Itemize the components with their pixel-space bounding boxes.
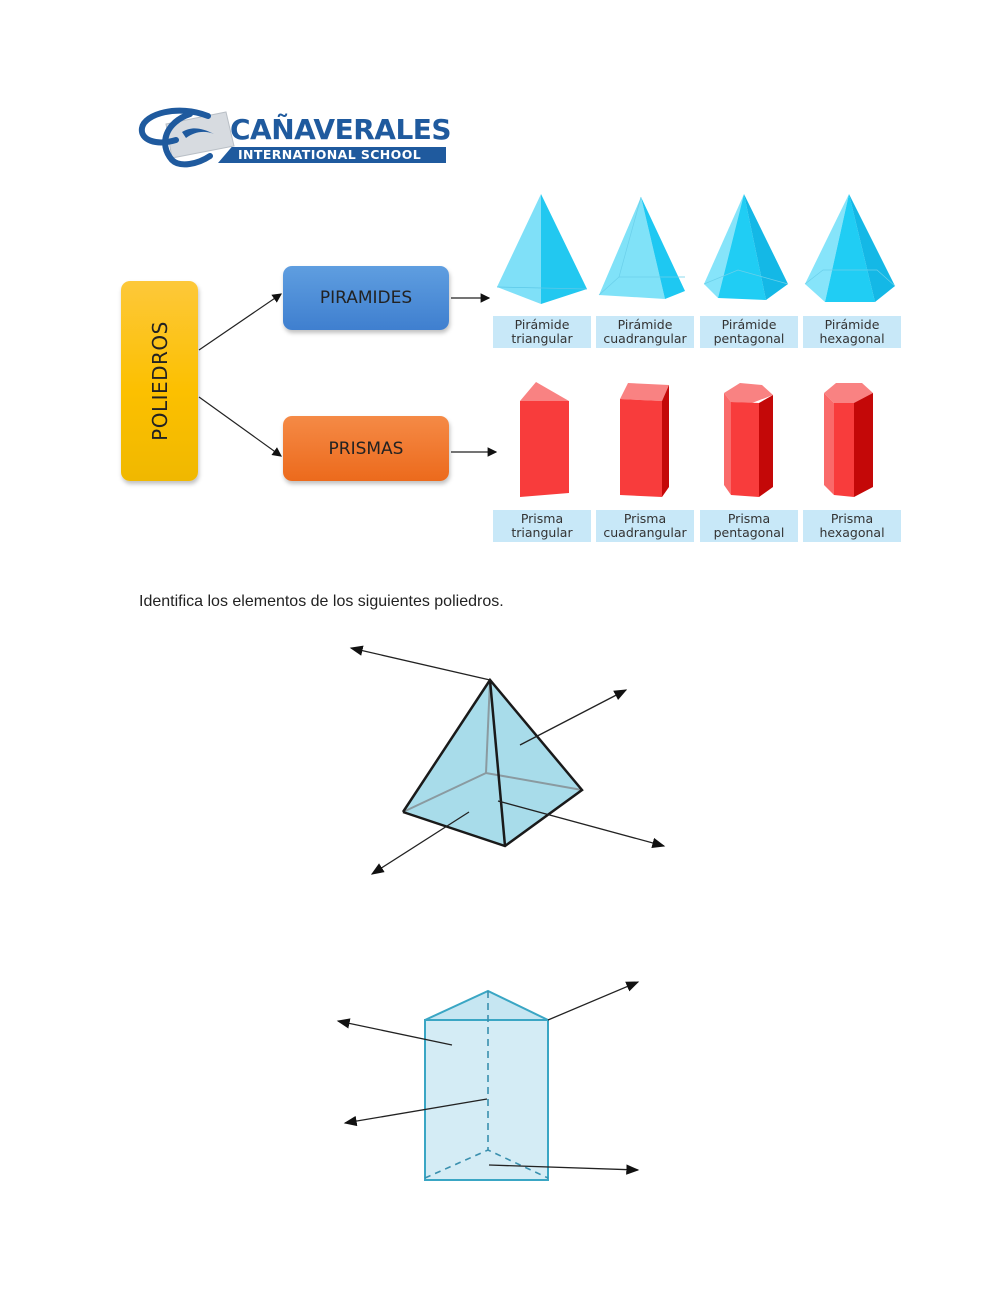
arrow-lateral-face [519, 689, 628, 746]
arrow-lateral-face [336, 1018, 453, 1046]
arrow-edge [497, 800, 666, 848]
prismas-label: PRISMAS [328, 438, 404, 459]
logo-band [218, 147, 446, 163]
arrow-vertex [349, 645, 491, 681]
logo-subtitle: INTERNATIONAL SCHOOL [238, 147, 422, 162]
arrow-edge [343, 1098, 488, 1127]
pentagonal-prism-icon [724, 383, 773, 497]
hexagonal-pyramid-icon [804, 194, 896, 302]
triangular-pyramid-icon [496, 194, 588, 304]
square-pyramid-icon [598, 196, 685, 299]
pentagonal-pyramid-icon [703, 194, 789, 300]
instruction-text: Identifica los elementos de los siguient… [139, 593, 504, 610]
piramides-box: PIRAMIDES [283, 266, 449, 330]
arrow-to-prismas [198, 396, 282, 457]
arrow-to-piramides [198, 293, 282, 351]
arrow-base [370, 811, 470, 875]
arrow-base [488, 1164, 640, 1175]
concept-map-arrows [198, 293, 498, 457]
prismas-box: PRISMAS [283, 416, 449, 481]
arrow-vertex [547, 981, 640, 1021]
square-prism-icon [620, 383, 669, 497]
poliedros-box: POLIEDROS [121, 281, 198, 481]
logo-title: CAÑAVERALES [230, 113, 452, 146]
piramides-label: PIRAMIDES [319, 288, 413, 308]
logo-swoosh-icon [138, 107, 235, 168]
triangular-prism-icon [520, 382, 569, 497]
hexagonal-prism-icon [824, 383, 873, 497]
school-logo: CAÑAVERALES INTERNATIONAL SCHOOL [138, 106, 452, 168]
